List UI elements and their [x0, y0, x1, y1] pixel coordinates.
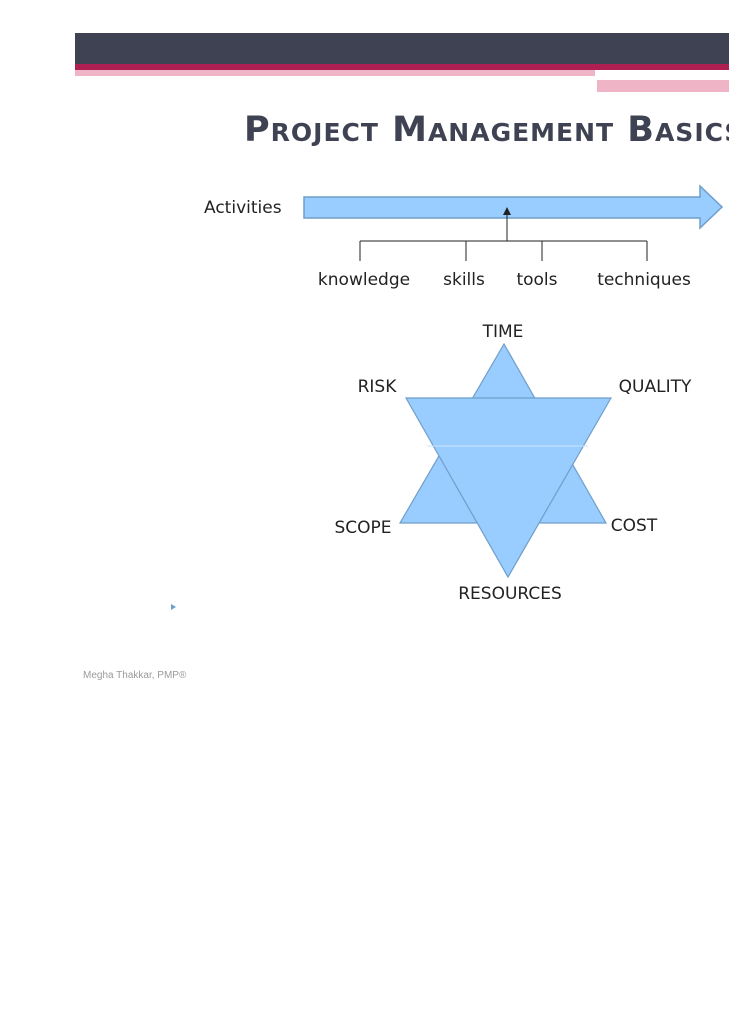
- header-bar-light: [75, 70, 595, 76]
- star-label-scope: SCOPE: [334, 518, 391, 538]
- input-label-techniques: techniques: [597, 270, 691, 290]
- footer-credit: Megha Thakkar, PMP®: [83, 670, 187, 681]
- header-bar-dark: [75, 33, 729, 64]
- activities-arrow: [303, 184, 724, 230]
- star-label-resources: RESOURCES: [458, 584, 562, 604]
- star-label-time: TIME: [482, 322, 524, 342]
- input-label-knowledge: knowledge: [318, 270, 410, 290]
- star-label-risk: RISK: [358, 377, 398, 397]
- input-label-skills: skills: [443, 270, 485, 290]
- star-label-cost: COST: [611, 516, 658, 536]
- star-downward-triangle: [404, 397, 613, 579]
- header-bar-light-right: [597, 80, 729, 92]
- header-bar-accent: [75, 64, 729, 70]
- input-label-tools: tools: [516, 270, 557, 290]
- inputs-bracket: [359, 213, 648, 261]
- star-label-quality: QUALITY: [619, 377, 692, 397]
- slide-title: Project Management Basics: [244, 110, 729, 150]
- marker-icon: [171, 604, 176, 610]
- activities-label: Activities: [204, 198, 282, 218]
- bracket-arrowhead-icon: [503, 207, 511, 215]
